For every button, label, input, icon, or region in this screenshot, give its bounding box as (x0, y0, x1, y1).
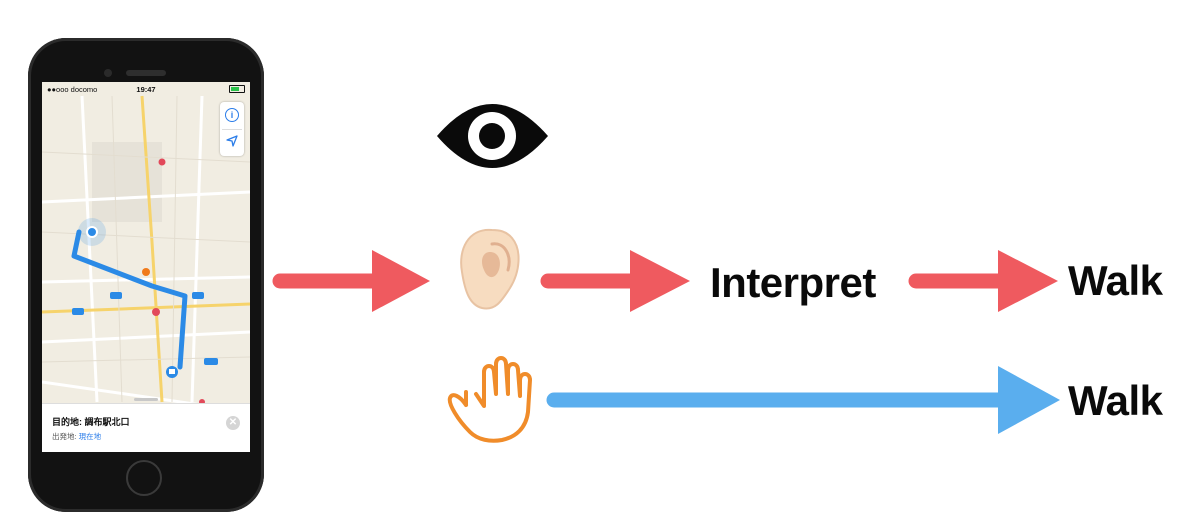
camera-icon (104, 69, 112, 77)
carrier-label: ●●ooo docomo (47, 84, 98, 94)
walk-label-bottom: Walk (1068, 377, 1163, 424)
drag-handle[interactable] (134, 398, 158, 401)
walk-label-top: Walk (1068, 257, 1163, 304)
battery-icon (229, 85, 245, 93)
map-view[interactable] (42, 82, 250, 452)
location-arrow-icon[interactable] (225, 134, 239, 148)
arrow-phone-to-ear (272, 250, 430, 312)
arrow-ear-to-interpret (540, 250, 690, 312)
eye-icon (437, 104, 548, 168)
ear-icon (460, 228, 520, 310)
smartphone: ●●ooo docomo 19:47 i 目的地: 調布駅北口 出発地: 現在地… (28, 38, 264, 512)
destination-panel[interactable]: 目的地: 調布駅北口 出発地: 現在地 ✕ (42, 398, 250, 452)
home-button[interactable] (126, 460, 162, 496)
destination-label: 目的地: 調布駅北口 (52, 417, 130, 427)
divider (222, 129, 242, 130)
status-bar: ●●ooo docomo 19:47 (42, 82, 250, 96)
info-icon[interactable]: i (225, 108, 239, 122)
close-icon[interactable]: ✕ (226, 416, 240, 430)
origin-link[interactable]: 現在地 (78, 432, 102, 441)
arrow-interpret-to-walk (908, 250, 1058, 312)
origin-line: 出発地: 現在地 (52, 431, 101, 442)
map-controls: i (220, 102, 244, 156)
map-screen: ●●ooo docomo 19:47 i 目的地: 調布駅北口 出発地: 現在地… (42, 82, 250, 452)
interpret-label: Interpret (710, 259, 876, 306)
speaker-grille (126, 70, 166, 76)
arrow-hand-to-walk (546, 366, 1060, 434)
origin-prefix: 出発地: (52, 432, 79, 441)
hand-icon (447, 356, 532, 443)
clock: 19:47 (136, 84, 156, 94)
